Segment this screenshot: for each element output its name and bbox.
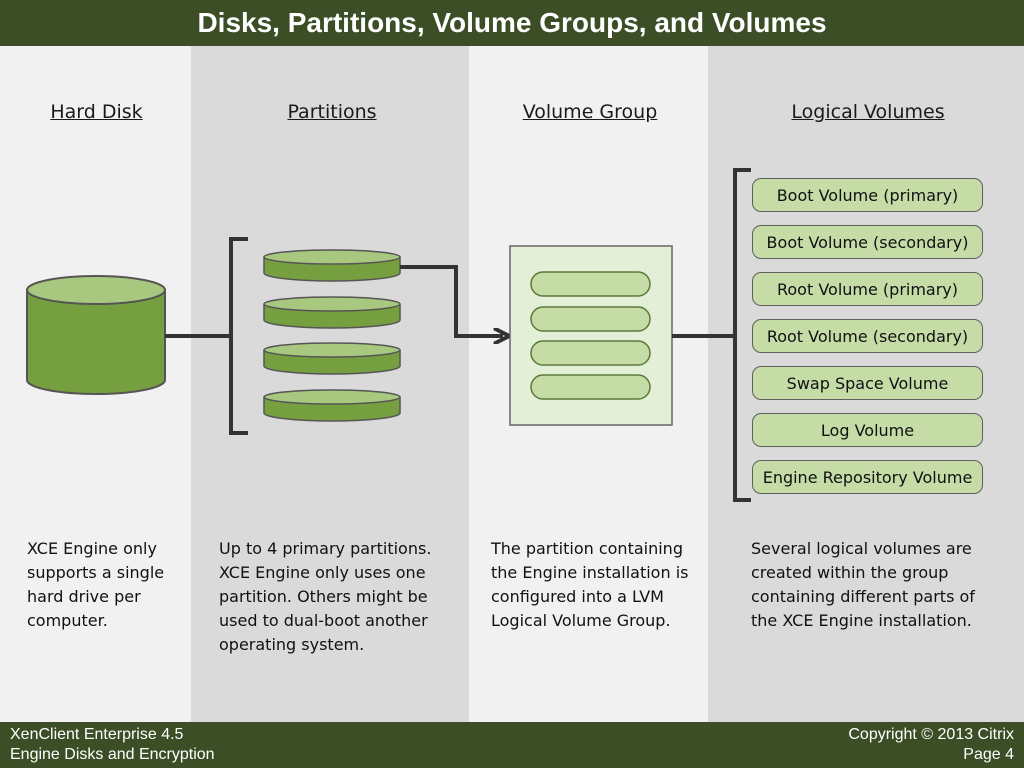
logical-volume-boot-secondary: Boot Volume (secondary) [752,225,983,259]
footer-copyright: Copyright © 2013 Citrix [848,726,1014,743]
partition-disk-3-icon [263,342,401,375]
hard-disk-icon [26,275,166,395]
logical-volume-swap: Swap Space Volume [752,366,983,400]
heading-partitions: Partitions [287,101,377,123]
logical-volume-root-primary: Root Volume (primary) [752,272,983,306]
footer-bar: XenClient Enterprise 4.5 Engine Disks an… [0,722,1024,768]
heading-hard-disk: Hard Disk [50,101,143,123]
description-logical-volumes: Several logical volumes are created with… [751,539,975,630]
footer-page-number: Page 4 [963,746,1014,763]
heading-logical-volumes: Logical Volumes [791,101,945,123]
logical-volume-engine-repository: Engine Repository Volume [752,460,983,494]
footer-section: Engine Disks and Encryption [10,746,215,763]
partition-to-volume-group-arrow [400,265,503,336]
description-partitions: Up to 4 primary partitions. XCE Engine o… [219,539,432,654]
heading-volume-group: Volume Group [522,101,658,123]
slide-title: Disks, Partitions, Volume Groups, and Vo… [0,0,1024,46]
partition-disk-1-icon [263,249,401,282]
description-volume-group: The partition containing the Engine inst… [491,539,689,630]
logical-volume-root-secondary: Root Volume (secondary) [752,319,983,353]
column-partitions [191,46,469,722]
description-hard-disk: XCE Engine only supports a single hard d… [27,539,165,630]
partition-disk-4-icon [263,389,401,422]
logical-volume-boot-primary: Boot Volume (primary) [752,178,983,212]
logical-volume-log: Log Volume [752,413,983,447]
partition-disk-2-icon [263,296,401,329]
footer-product: XenClient Enterprise 4.5 [10,726,184,743]
partitions-bracket [229,237,248,435]
logical-volumes-bracket [733,168,751,502]
volume-group-icon [509,245,673,426]
